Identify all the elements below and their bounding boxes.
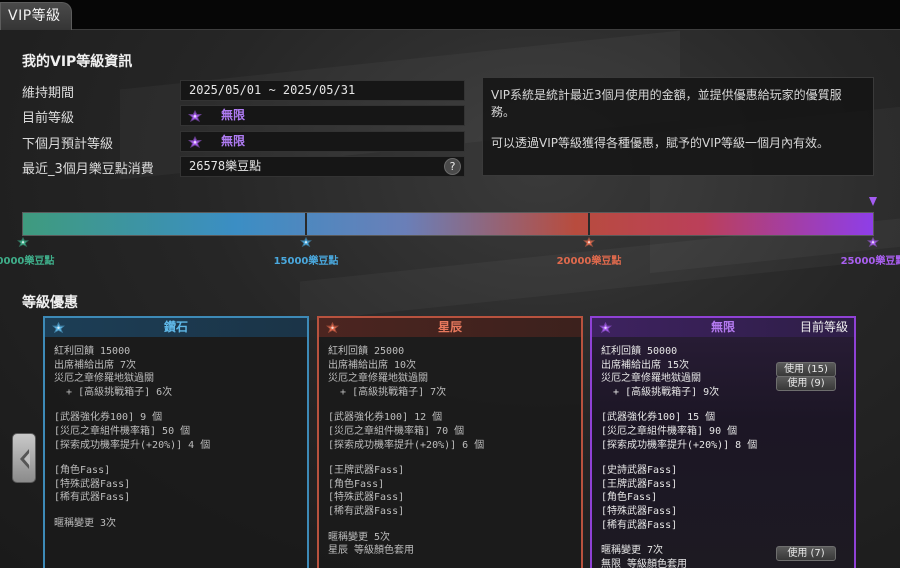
benefit-line: 災厄之章修羅地獄過關 [328, 373, 428, 385]
benefit-card-infinite: 無限 目前等級 紅利回饋 50000 出席補給出席 15次 災厄之章修羅地獄過關… [590, 316, 856, 568]
benefit-line: [探索成功機率提升(+20%)] 8 個 [601, 439, 758, 451]
spending-value: 26578樂豆點 [189, 159, 262, 173]
maintain-period-value: 2025/05/01 ~ 2025/05/31 [180, 80, 465, 101]
help-button[interactable]: ? [444, 158, 461, 175]
card-body: 紅利回饋 15000 出席補給出席 7次 災厄之章修羅地獄過關 + [高級挑戰箱… [45, 337, 307, 531]
benefit-line: [武器強化券100] 12 個 [328, 412, 443, 424]
prev-page-button[interactable] [12, 433, 36, 483]
current-level-value: 無限 [221, 108, 246, 122]
benefit-line: 暱稱變更 7次 [601, 545, 664, 557]
spending-field: 26578樂豆點 ? [180, 156, 465, 177]
vip-description: VIP系統是統計最近3個月使用的金額，並提供優惠給玩家的優質服務。 可以透過VI… [482, 77, 874, 176]
benefit-line: 災厄之章修羅地獄過關 [54, 373, 154, 385]
current-level-label: 目前等級 [22, 111, 75, 126]
card-header: 星辰 [319, 318, 581, 337]
benefit-line: [稀有武器Fass] [54, 492, 131, 504]
maintain-period-label: 維持期間 [22, 86, 75, 101]
benefit-line: [王牌武器Fass] [328, 465, 405, 477]
next-level-value: 無限 [221, 134, 246, 148]
benefit-line: 災厄之章修羅地獄過關 [601, 373, 701, 385]
card-body: 紅利回饋 50000 出席補給出席 15次 災厄之章修羅地獄過關 + [高級挑戰… [592, 337, 854, 568]
card-title: 鑽石 [163, 320, 188, 334]
current-level-badge: 目前等級 [799, 320, 848, 334]
benefit-line: 出席補給出席 7次 [54, 359, 137, 371]
tick-label-15000: 15000樂豆點 [273, 256, 339, 267]
benefit-line: 紅利回饋 25000 [328, 346, 405, 357]
card-header: 鑽石 [45, 318, 307, 337]
card-title: 無限 [710, 320, 735, 334]
spending-label: 最近_3個月樂豆點消費 [22, 162, 154, 177]
infinite-rank-icon [187, 135, 203, 149]
benefit-line: [武器強化券100] 15 個 [601, 412, 716, 424]
benefit-line: 出席補給出席 10次 [328, 359, 417, 371]
vip-info-title: 我的VIP等級資訊 [22, 54, 133, 70]
benefit-line: 暱稱變更 3次 [54, 517, 117, 529]
benefit-line: 紅利回饋 15000 [54, 346, 131, 357]
next-level-field: 無限 [180, 131, 465, 152]
benefit-line: + [高級挑戰箱子] 9次 [601, 386, 720, 398]
benefit-line: [探索成功機率提升(+20%)] 6 個 [328, 439, 485, 451]
benefit-line: [災厄之章組件機率箱] 50 個 [54, 425, 191, 437]
benefit-line: [武器強化券100] 9 個 [54, 412, 163, 424]
benefit-line: [災厄之章組件機率箱] 90 個 [601, 425, 738, 437]
infinite-rank-icon [187, 109, 203, 123]
card-body: 紅利回饋 25000 出席補給出席 10次 災厄之章修羅地獄過關 + [高級挑戰… [319, 337, 581, 558]
benefit-line: [稀有武器Fass] [601, 519, 678, 531]
current-level-field: 無限 [180, 105, 465, 126]
benefit-line: [王牌武器Fass] [601, 478, 678, 490]
benefit-line: 紅利回饋 50000 [601, 346, 678, 357]
benefit-line: [探索成功機率提升(+20%)] 4 個 [54, 439, 211, 451]
infinite-rank-icon [866, 236, 880, 248]
current-position-marker [869, 197, 877, 206]
benefit-line: + [高級挑戰箱子] 7次 [328, 386, 447, 398]
card-title: 星辰 [437, 320, 462, 334]
use-bonus-box-button[interactable]: 使用 (9) [776, 376, 836, 391]
benefits-title: 等級優惠 [22, 295, 78, 311]
diamond-rank-icon [299, 236, 313, 248]
benefit-line: [角色Fass] [601, 492, 658, 504]
vip-progress-bar [22, 212, 874, 236]
tick-label-25000: 25000樂豆點 [840, 256, 900, 267]
benefit-line: [特殊武器Fass] [54, 478, 131, 490]
benefit-line: 暱稱變更 5次 [328, 531, 391, 543]
top-bar [0, 0, 900, 30]
benefit-card-diamond: 鑽石 紅利回饋 15000 出席補給出席 7次 災厄之章修羅地獄過關 + [高級… [43, 316, 309, 568]
bar-divider [588, 213, 590, 235]
tick-label-10000: 10000樂豆點 [0, 256, 55, 267]
card-header: 無限 目前等級 [592, 318, 854, 337]
leaf-rank-icon [16, 236, 30, 248]
use-rename-button[interactable]: 使用 (7) [776, 546, 836, 561]
benefit-line: [災厄之章組件機率箱] 70 個 [328, 425, 465, 437]
benefit-line: [史詩武器Fass] [601, 465, 678, 477]
benefit-line: 出席補給出席 15次 [601, 359, 690, 371]
vip-description-line: VIP系統是統計最近3個月使用的金額，並提供優惠給玩家的優質服務。 [491, 88, 842, 119]
benefit-card-star: 星辰 紅利回饋 25000 出席補給出席 10次 災厄之章修羅地獄過關 + [高… [317, 316, 583, 568]
next-level-label: 下個月預計等級 [22, 137, 114, 152]
benefit-line: [角色Fass] [328, 478, 385, 490]
tab-vip-level[interactable]: VIP等級 [0, 2, 72, 30]
benefit-line: [稀有武器Fass] [328, 505, 405, 517]
tick-label-20000: 20000樂豆點 [556, 256, 622, 267]
use-bonus-box-button[interactable]: 使用 (15) [776, 362, 836, 377]
benefit-line: [特殊武器Fass] [601, 505, 678, 517]
vip-description-line: 可以透過VIP等級獲得各種優惠，賦予的VIP等級一個月內有效。 [491, 136, 829, 150]
vip-progress-fill [23, 213, 873, 235]
benefit-line: [角色Fass] [54, 465, 111, 477]
bar-divider [305, 213, 307, 235]
benefit-line: [特殊武器Fass] [328, 492, 405, 504]
star-rank-icon [582, 236, 596, 248]
benefit-line: 星辰 等級顏色套用 [328, 545, 415, 557]
benefit-line: 無限 等級顏色套用 [601, 558, 688, 568]
benefit-line: + [高級挑戰箱子] 6次 [54, 386, 173, 398]
